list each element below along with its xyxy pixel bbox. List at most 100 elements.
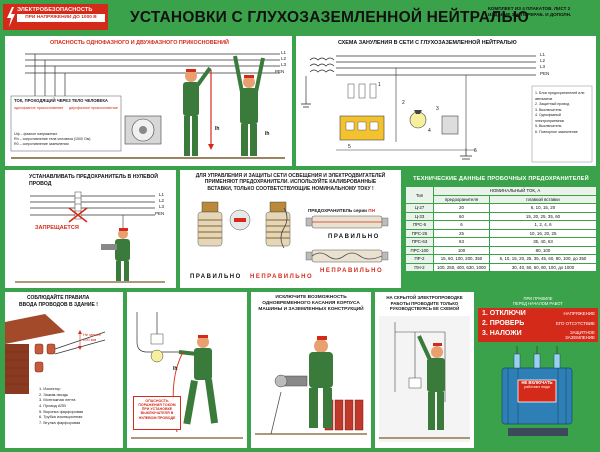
fuse-neutral-diagram [15, 191, 165, 283]
cell-type: ПРС-6 [405, 220, 434, 230]
result-2: ЕГО ОТСУТСТВИЕ [555, 321, 595, 326]
cell-fuse-current: 25 [433, 228, 490, 238]
scheme-legend-3: 3. Выключатель [535, 107, 562, 112]
cell-type: ПН-2 [405, 262, 434, 272]
action-1: 1. ОТКЛЮЧИ [482, 310, 526, 317]
scheme-num-1: 1 [378, 82, 381, 88]
result-3: ЗАЩИТНОЕ ЗАЗЕМЛЕНИЕ [565, 330, 595, 340]
before-line-2: ПЕРЕД НАЧАЛОМ РАБОТ [513, 300, 563, 306]
fuse-neutral-title-2: ПРОВОД [29, 181, 52, 187]
ground-title-3: МАШИНЫ И ЗАЗЕМЛЕННЫХ КОНСТРУКЦИЙ [258, 306, 364, 312]
cell-fuse-current: 6 [433, 220, 490, 230]
calibrated-title-3: ВСТАВКИ, ТОЛЬКО СООТВЕТСТВУЮЩИЕ НОМИНАЛЬ… [207, 185, 374, 192]
hidden-title-1: НА СКРЫТОЙ ЭЛЕКТРОПРОВОДКЕ [386, 295, 463, 300]
entry-legend-1: 1. Изолятор [39, 386, 61, 391]
pn-fuse-correct [305, 215, 389, 229]
cell-type: Ц-27 [405, 203, 434, 213]
scheme-line-l2: L2 [540, 58, 546, 63]
before-line-1: ПРИ ПРАВИЛЕ [523, 296, 553, 301]
touch-line-pen: PEN [275, 69, 285, 74]
panel-touch-title: ОПАСНОСТЬ ОДНОФАЗНОГО И ДВУХФАЗНОГО ПРИК… [50, 40, 229, 46]
action-2: 2. ПРОВЕРЬ [482, 320, 525, 327]
formula-legend-1: Uф – фазное напряжение [14, 132, 58, 136]
action-box: 1. ОТКЛЮЧИ 2. ПРОВЕРЬ 3. НАЛОЖИ НАПРЯЖЕН… [478, 308, 598, 342]
switch-warning-text: ОПАСНОСТЬ ПОРАЖЕНИЯ ТОКОМ ПРИ УСТАНОВКЕ … [138, 398, 176, 420]
scheme-title: СХЕМА ЗАНУЛЕНИЯ В СЕТИ С ГЛУХОЗАЗЕМЛЕННО… [338, 40, 517, 46]
action-3: 3. НАЛОЖИ [482, 330, 522, 337]
panel-hidden-wiring: НА СКРЫТОЙ ЭЛЕКТРОПРОВОДКЕ РАБОТЫ ПРОВОД… [375, 292, 474, 448]
col-insert: плавкой вставки [489, 194, 597, 204]
entry-legend-5: 5. Воронка фарфоровая [39, 408, 84, 414]
scheme-legend-5: 5. Выключатель [535, 124, 562, 129]
fuse-data-table: ТЕХНИЧЕСКИЕ ДАННЫЕ ПРОБОЧНЫХ ПРЕДОХРАНИТ… [405, 172, 597, 290]
lightning-icon [7, 7, 15, 27]
pn-series-label: ПРЕДОХРАНИТЕЛЬ серии ПН [308, 208, 375, 213]
fuse-cartridge [229, 209, 251, 231]
fuse-table-title: ТЕХНИЧЕСКИЕ ДАННЫЕ ПРОБОЧНЫХ ПРЕДОХРАНИТ… [413, 176, 589, 182]
fuse-line-l2: L2 [159, 198, 165, 203]
hidden-title-2: РАБОТЫ ПРОВОДИТЕ ТОЛЬКО [390, 300, 459, 306]
touch-line-l2: L2 [281, 56, 287, 61]
ground-title: ИСКЛЮЧИТЕ ВОЗМОЖНОСТЬ ОДНОВРЕМЕННОГО КАС… [254, 295, 368, 313]
worker-drill [101, 228, 130, 281]
entry-title-1: СОБЛЮДАЙТЕ ПРАВИЛА [27, 295, 90, 301]
scheme-num-5: 5 [348, 144, 351, 150]
hidden-title: НА СКРЫТОЙ ЭЛЕКТРОПРОВОДКЕ РАБОТЫ ПРОВОД… [377, 295, 472, 312]
touch-line-l1: L1 [281, 50, 287, 55]
hidden-wiring-scene [379, 316, 470, 442]
scheme-num-6: 6 [474, 148, 477, 154]
cell-type: ПР-2 [405, 254, 434, 264]
scheme-legend-2: 2. Защитный провод [535, 102, 570, 107]
panel-wire-entry: СОБЛЮДАЙТЕ ПРАВИЛА ВВОДА ПРОВОДОВ В ЗДАН… [5, 292, 123, 448]
badge-line-2: ПРИ НАПРЯЖЕНИИ ДО 1000 В [17, 14, 105, 22]
worker-grinder [274, 336, 333, 428]
voltage-badge: ЭЛЕКТРОБЕЗОПАСНОСТЬ ПРИ НАПРЯЖЕНИИ ДО 10… [3, 4, 108, 30]
worker-switch [178, 335, 219, 425]
worker-ladder [417, 335, 445, 430]
scheme-legend-6: 6. Повторное заземление [535, 129, 578, 134]
before-work-note: ПРИ ПРАВИЛЕ ПЕРЕД НАЧАЛОМ РАБОТ [478, 296, 598, 306]
formula-legend-3: R0 – сопротивление заземления [14, 142, 69, 146]
kit-line-2: ИЗДАНИЕ 3-е, ПЕРЕРАБ. И ДОПОЛН. [488, 11, 572, 17]
scheme-line-l1: L1 [540, 52, 546, 57]
fuse-line-l1: L1 [159, 192, 165, 197]
cell-insert-current: 6, 10, 15, 20 [489, 203, 597, 213]
ground-title-1: ИСКЛЮЧИТЕ ВОЗМОЖНОСТЬ [275, 295, 347, 300]
pn-series-code: ПН [368, 208, 375, 213]
kit-line-1: КОМПЛЕКТ ИЗ 4 ПЛАКАТОВ. ЛИСТ 2 [488, 6, 571, 11]
scheme-num-2: 2 [402, 100, 405, 106]
entry-legend-3: 3. Монтажная лента [39, 397, 76, 403]
touch-diagram [10, 53, 285, 159]
pn-correct-label: ПРАВИЛЬНО [328, 234, 380, 240]
sign-text: НЕ ВКЛЮЧАТЬ работают люди [518, 380, 556, 389]
badge-line-1: ЭЛЕКТРОБЕЗОПАСНОСТЬ [17, 7, 93, 13]
touch-line-l3: L3 [281, 62, 287, 67]
panel-touch-danger: ОПАСНОСТЬ ОДНОФАЗНОГО И ДВУХФАЗНОГО ПРИК… [5, 36, 292, 166]
panel-fuse-neutral: УСТАНАВЛИВАТЬ ПРЕДОХРАНИТЕЛЬ В НУЛЕВОЙ П… [5, 170, 176, 288]
fuse-line-pen: PEN [155, 211, 165, 216]
plug-incorrect-label: НЕПРАВИЛЬНО [250, 274, 314, 280]
formula-double: двухфазное прикосновение [69, 106, 118, 110]
sign-line-1: НЕ ВКЛЮЧАТЬ [521, 380, 553, 385]
plug-correct-label: ПРАВИЛЬНО [190, 274, 242, 280]
col-fuse: предохранителя [433, 194, 490, 204]
scheme-diagram [301, 55, 593, 163]
cell-insert-current: 1, 2, 4, 6 [489, 220, 597, 230]
calibrated-title-1: ДЛЯ УПРАВЛЕНИЯ И ЗАЩИТЫ СЕТИ ОСВЕЩЕНИЯ И… [195, 173, 386, 179]
do-not-switch-sign [517, 379, 557, 403]
cell-insert-current: 35, 40, 63 [489, 237, 597, 247]
cell-type: ПРС-100 [405, 245, 434, 255]
scheme-legend: 1. Блок предохранителей или автоматов 2.… [535, 91, 591, 136]
cell-insert-current: 80, 100 [489, 245, 597, 255]
scheme-num-3: 3 [436, 106, 439, 112]
cell-insert-current: 30, 40, 50, 60, 80, 100, до 1000 [489, 262, 597, 272]
panel-grounded-contact: ИСКЛЮЧИТЕ ВОЗМОЖНОСТЬ ОДНОВРЕМЕННОГО КАС… [251, 292, 371, 448]
height-note-1: Не менее [83, 332, 101, 337]
current-label-2: Ih [265, 131, 270, 137]
pn-incorrect-label: НЕПРАВИЛЬНО [320, 268, 384, 274]
fuse-plug-correct [197, 201, 223, 247]
